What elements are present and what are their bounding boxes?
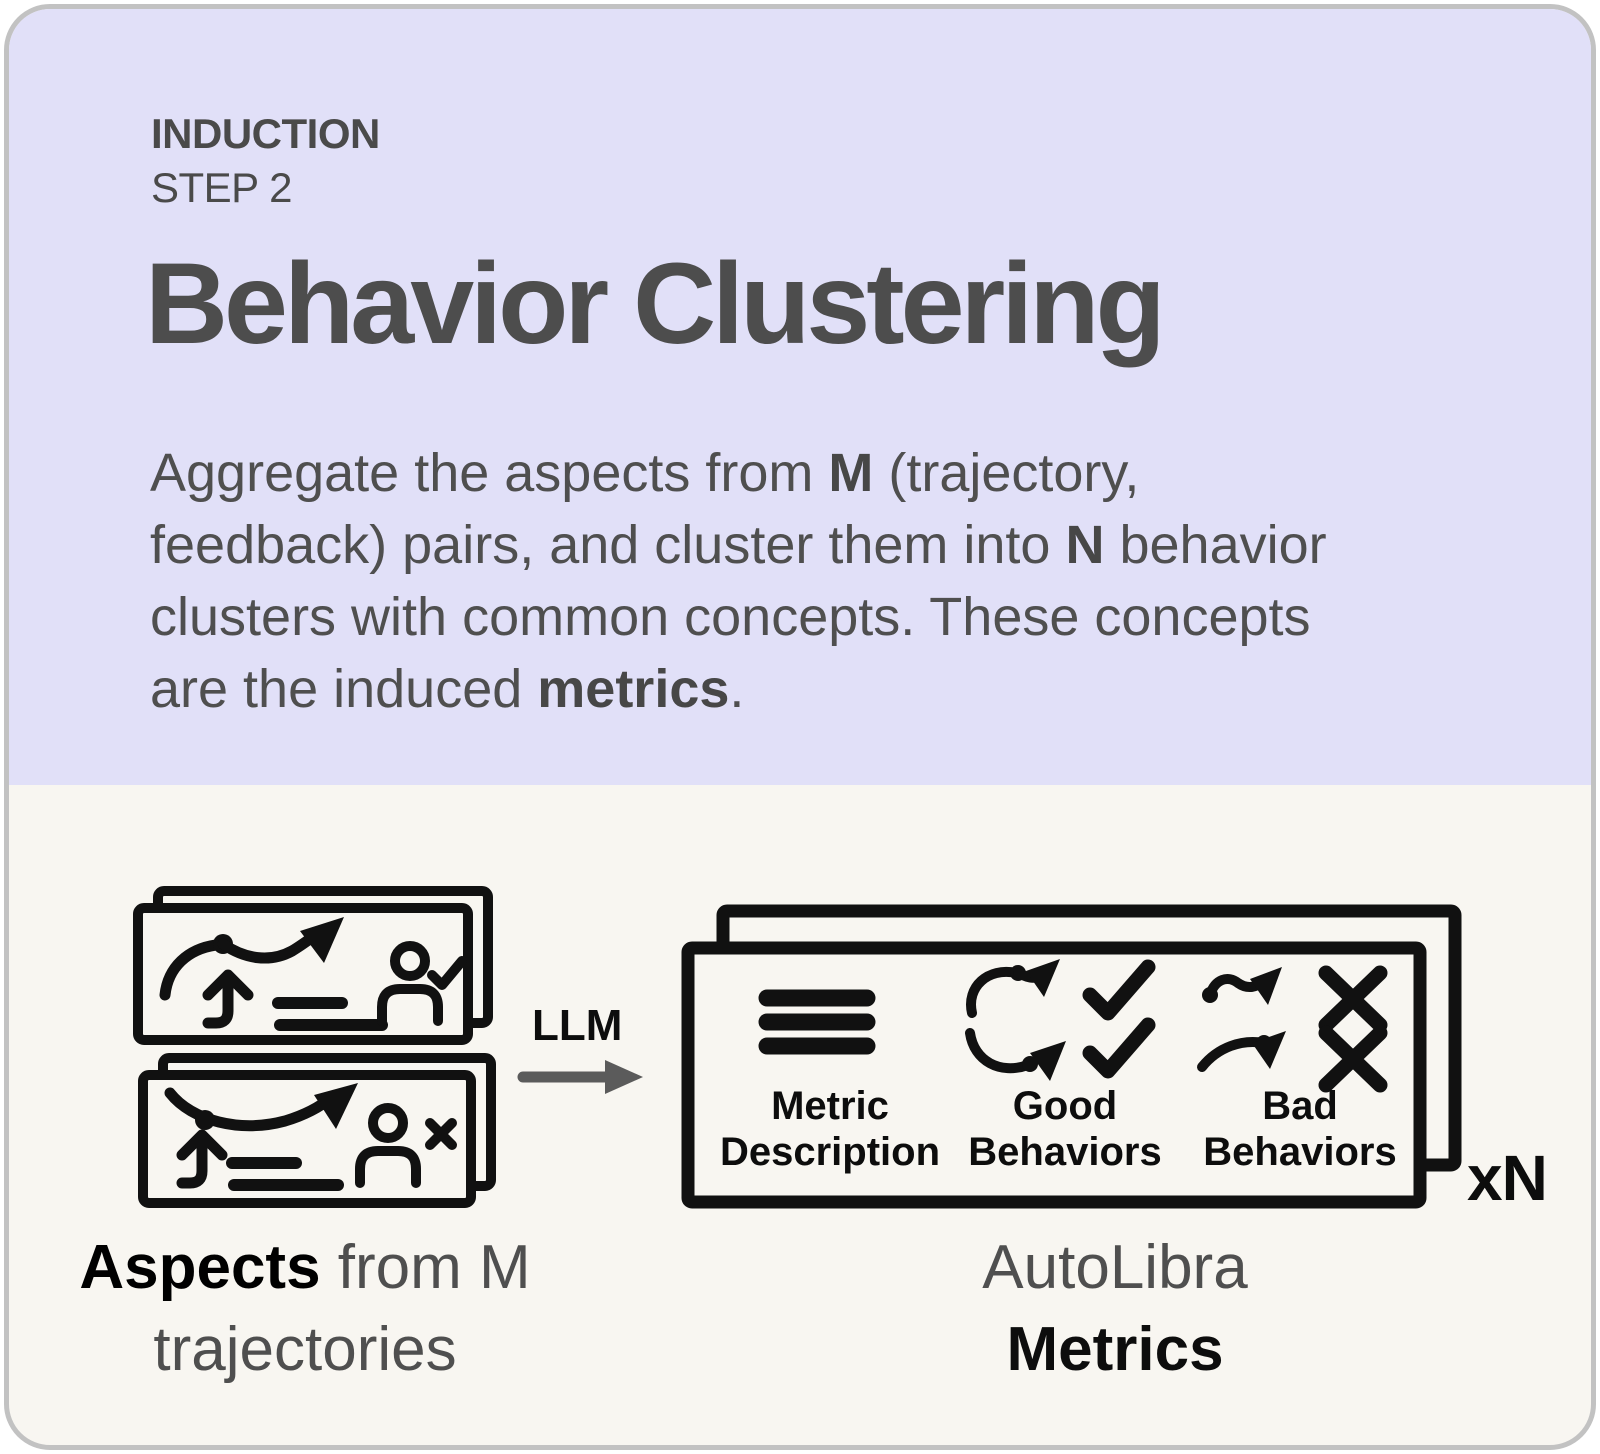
metric-label-line2: Description bbox=[719, 1130, 941, 1174]
text-lines-icon bbox=[272, 997, 388, 1031]
llm-label: LLM bbox=[532, 1001, 623, 1050]
x-icon bbox=[1318, 1025, 1388, 1093]
header-section: INDUCTION STEP 2 Behavior Clustering Agg… bbox=[9, 9, 1591, 785]
text-lines-icon bbox=[226, 1157, 344, 1191]
metric-label-line1: Metric bbox=[771, 1084, 889, 1128]
step-label: STEP 2 bbox=[151, 164, 292, 211]
step-card: INDUCTION STEP 2 Behavior Clustering Agg… bbox=[4, 4, 1596, 1450]
person-check-icon bbox=[377, 941, 467, 1026]
good-label-line1: Good bbox=[1012, 1084, 1118, 1128]
aspects-caption-line2: trajectories bbox=[153, 1315, 457, 1384]
check-icon bbox=[1082, 1017, 1156, 1079]
aspect-card-top bbox=[133, 886, 493, 1045]
bad-label-line2: Behaviors bbox=[1203, 1130, 1397, 1174]
autolibra-caption-line2: Metrics bbox=[1006, 1315, 1224, 1384]
trajectory-dip-icon bbox=[164, 1083, 358, 1132]
bad-behaviors-label: Bad Behaviors bbox=[1170, 1083, 1430, 1175]
good-behaviors-label: Good Behaviors bbox=[935, 1083, 1195, 1175]
page-title: Behavior Clustering bbox=[145, 240, 1166, 368]
desc-part-1: Aggregate the aspects from bbox=[150, 443, 829, 503]
feedback-arrow-icon bbox=[176, 1129, 228, 1189]
description-text: Aggregate the aspects from M (trajectory… bbox=[150, 437, 1355, 725]
aspect-card-bottom bbox=[138, 1053, 496, 1208]
desc-bold-m: M bbox=[828, 443, 874, 503]
autolibra-caption: AutoLibra Metrics bbox=[855, 1227, 1375, 1391]
aspects-caption: Aspects from M trajectories bbox=[45, 1227, 565, 1391]
check-icon bbox=[1082, 959, 1156, 1021]
desc-bold-n: N bbox=[1065, 515, 1105, 575]
aspect-cards-graphic bbox=[133, 886, 496, 1208]
metric-card-graphic bbox=[681, 904, 1462, 1209]
feedback-arrow-icon bbox=[202, 969, 254, 1029]
process-label: INDUCTION bbox=[151, 110, 380, 157]
trajectory-rise-icon bbox=[159, 917, 344, 1001]
eyebrow: INDUCTION STEP 2 bbox=[151, 107, 380, 215]
llm-arrow-icon bbox=[517, 1060, 643, 1094]
trajectories-x-icon bbox=[1197, 965, 1388, 1093]
autolibra-caption-line1: AutoLibra bbox=[982, 1233, 1248, 1302]
aspects-caption-rest: from M bbox=[320, 1233, 531, 1302]
bad-label-line1: Bad bbox=[1262, 1084, 1338, 1128]
aspects-caption-bold: Aspects bbox=[79, 1233, 321, 1302]
desc-part-3: behavior clusters with common concepts. … bbox=[150, 515, 1327, 719]
person-x-icon bbox=[355, 1103, 457, 1188]
desc-bold-metrics: metrics bbox=[537, 659, 730, 719]
metric-description-label: Metric Description bbox=[700, 1083, 960, 1175]
desc-part-2: (trajectory, feedback) pairs, and cluste… bbox=[150, 443, 1140, 575]
desc-part-4: . bbox=[729, 659, 745, 719]
x-icon bbox=[1318, 965, 1388, 1033]
stacked-card-front bbox=[681, 941, 1427, 1209]
aspects-caption-line1: Aspects from M bbox=[45, 1227, 565, 1309]
trajectories-check-icon bbox=[965, 959, 1156, 1081]
list-icon bbox=[758, 989, 876, 1055]
good-label-line2: Behaviors bbox=[968, 1130, 1162, 1174]
multiplier-label: xN bbox=[1467, 1142, 1548, 1214]
